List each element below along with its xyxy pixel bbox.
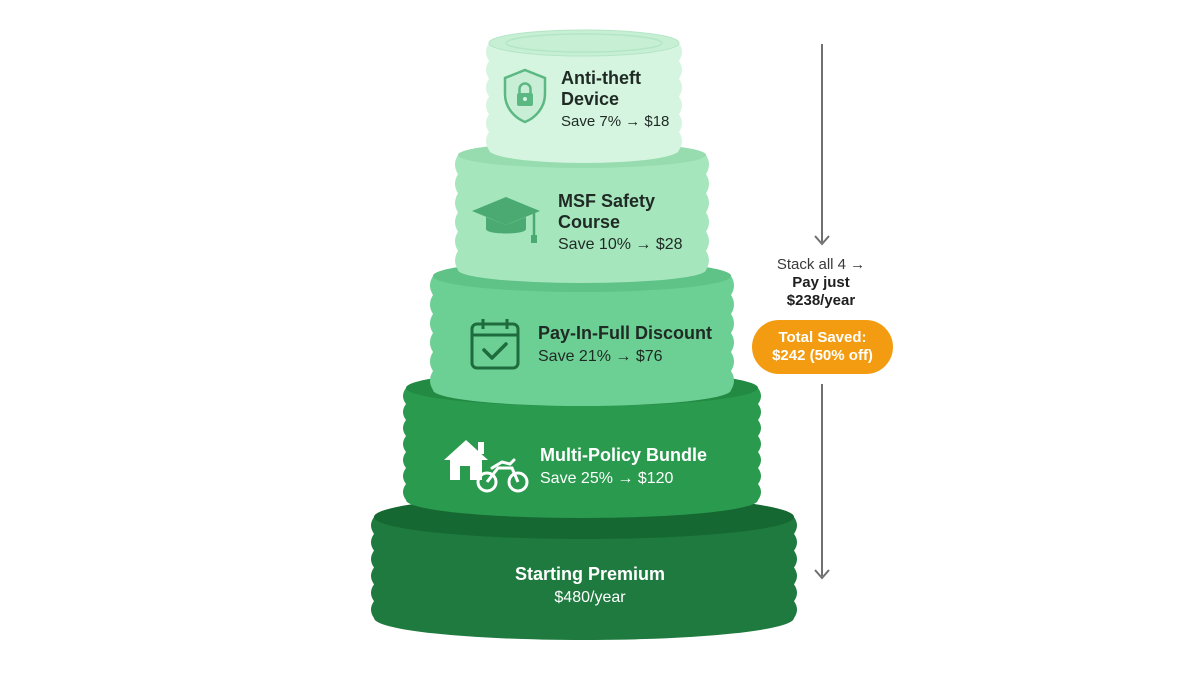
badge-line2: $242 (50% off) xyxy=(772,347,873,364)
total-saved-badge: Total Saved: $242 (50% off) xyxy=(752,320,893,374)
tier-4-body xyxy=(455,142,709,283)
tier-5-label: Anti-theft Device Save 7% → $18 xyxy=(561,68,669,131)
tier-5-top-inner xyxy=(505,33,663,53)
tier-3-savings: Save 21% → $76 xyxy=(538,347,663,365)
tier-4-savings: Save 10% → $28 xyxy=(558,236,683,254)
tier-1-title: Starting Premium xyxy=(514,564,666,584)
tier-5-title-line1: Anti-theft xyxy=(561,68,641,88)
tier-3-label: Pay-In-Full Discount Save 21% → $76 xyxy=(538,323,712,366)
tier-4-label: MSF Safety Course Save 10% → $28 xyxy=(558,191,683,255)
callout-line2: Pay just xyxy=(792,274,850,291)
house-motorcycle-icon xyxy=(444,440,529,493)
graduation-cap-icon xyxy=(472,197,540,243)
tier-5-savings: Save 7% → $18 xyxy=(561,113,670,131)
tier-1-amount: $480/year xyxy=(554,588,626,606)
tier-5-title-line2: Device xyxy=(561,88,620,109)
tier-2-savings: Save 25% → $120 xyxy=(540,469,674,487)
badge-line1: Total Saved: xyxy=(778,329,867,346)
stack-callout: Stack all 4 → Pay just $238/year xyxy=(756,256,886,310)
tier-4-title-line2: Course xyxy=(558,211,621,232)
tier-anti-theft xyxy=(486,29,682,163)
callout-line3: $238/year xyxy=(786,292,856,309)
tier-4-title-line1: MSF Safety xyxy=(558,191,656,211)
tier-1-label: Starting Premium $480/year xyxy=(480,564,700,607)
tier-3-title: Pay-In-Full Discount xyxy=(538,323,713,343)
tier-5-body xyxy=(486,30,682,163)
downward-arrow xyxy=(814,44,830,580)
tier-2-label: Multi-Policy Bundle Save 25% → $120 xyxy=(540,445,707,488)
tier-2-body xyxy=(403,370,761,518)
shield-lock-icon xyxy=(503,68,547,124)
callout-line1: Stack all 4 → xyxy=(776,256,866,273)
calendar-check-icon xyxy=(470,319,520,370)
tier-2-title: Multi-Policy Bundle xyxy=(540,445,708,465)
